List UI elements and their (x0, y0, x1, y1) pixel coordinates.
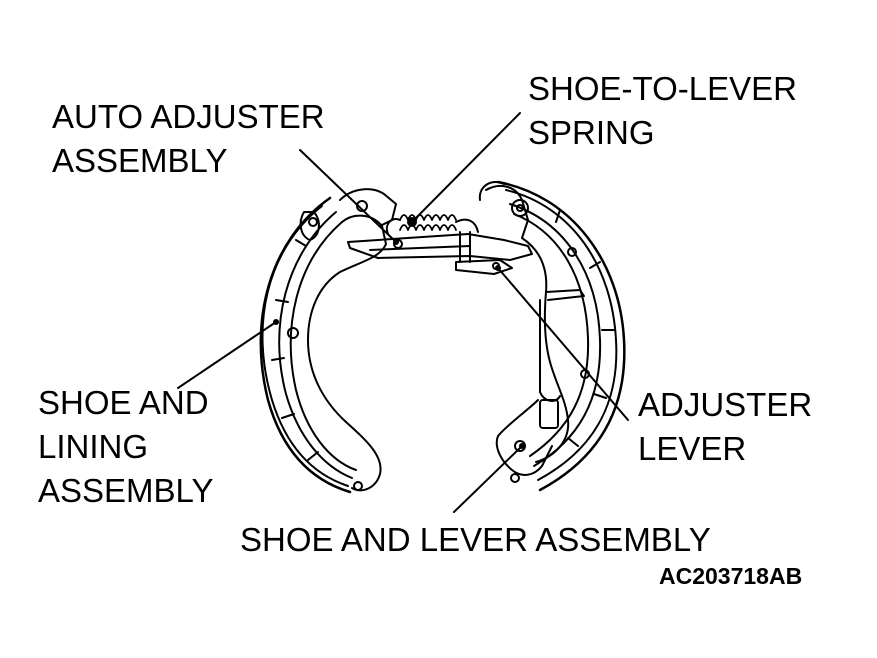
leader-shoe-and-lining (177, 321, 277, 389)
label-auto-adjuster-assembly: AUTO ADJUSTER ASSEMBLY (52, 95, 325, 183)
left-shoe-and-lining (259, 188, 397, 494)
label-line: AUTO ADJUSTER (52, 98, 325, 135)
leader-end-dots (273, 239, 525, 449)
label-line: ASSEMBLY (38, 472, 214, 509)
label-line: ASSEMBLY (52, 142, 228, 179)
label-shoe-to-lever-spring: SHOE-TO-LEVER SPRING (528, 67, 797, 155)
shoe-to-lever-spring (386, 214, 479, 235)
leader-auto-adjuster (299, 149, 397, 243)
leader-adjuster-lever (497, 267, 629, 421)
label-line: LINING (38, 428, 149, 465)
label-line: LEVER (638, 430, 747, 467)
label-line: SPRING (528, 114, 655, 151)
label-line: SHOE AND (38, 384, 209, 421)
label-adjuster-lever: ADJUSTER LEVER (638, 383, 812, 471)
right-shoe-and-lever (478, 180, 626, 492)
leader-lines (177, 112, 629, 513)
label-shoe-and-lever-assembly: SHOE AND LEVER ASSEMBLY (240, 521, 711, 558)
label-line: SHOE-TO-LEVER (528, 70, 797, 107)
label-shoe-and-lining-assembly: SHOE AND LINING ASSEMBLY (38, 381, 213, 513)
auto-adjuster-assembly (347, 231, 533, 275)
label-line: ADJUSTER (638, 386, 813, 423)
leader-shoe-to-lever-spring (409, 112, 521, 225)
leader-shoe-and-lever (453, 445, 523, 513)
figure-code: AC203718AB (659, 563, 803, 589)
